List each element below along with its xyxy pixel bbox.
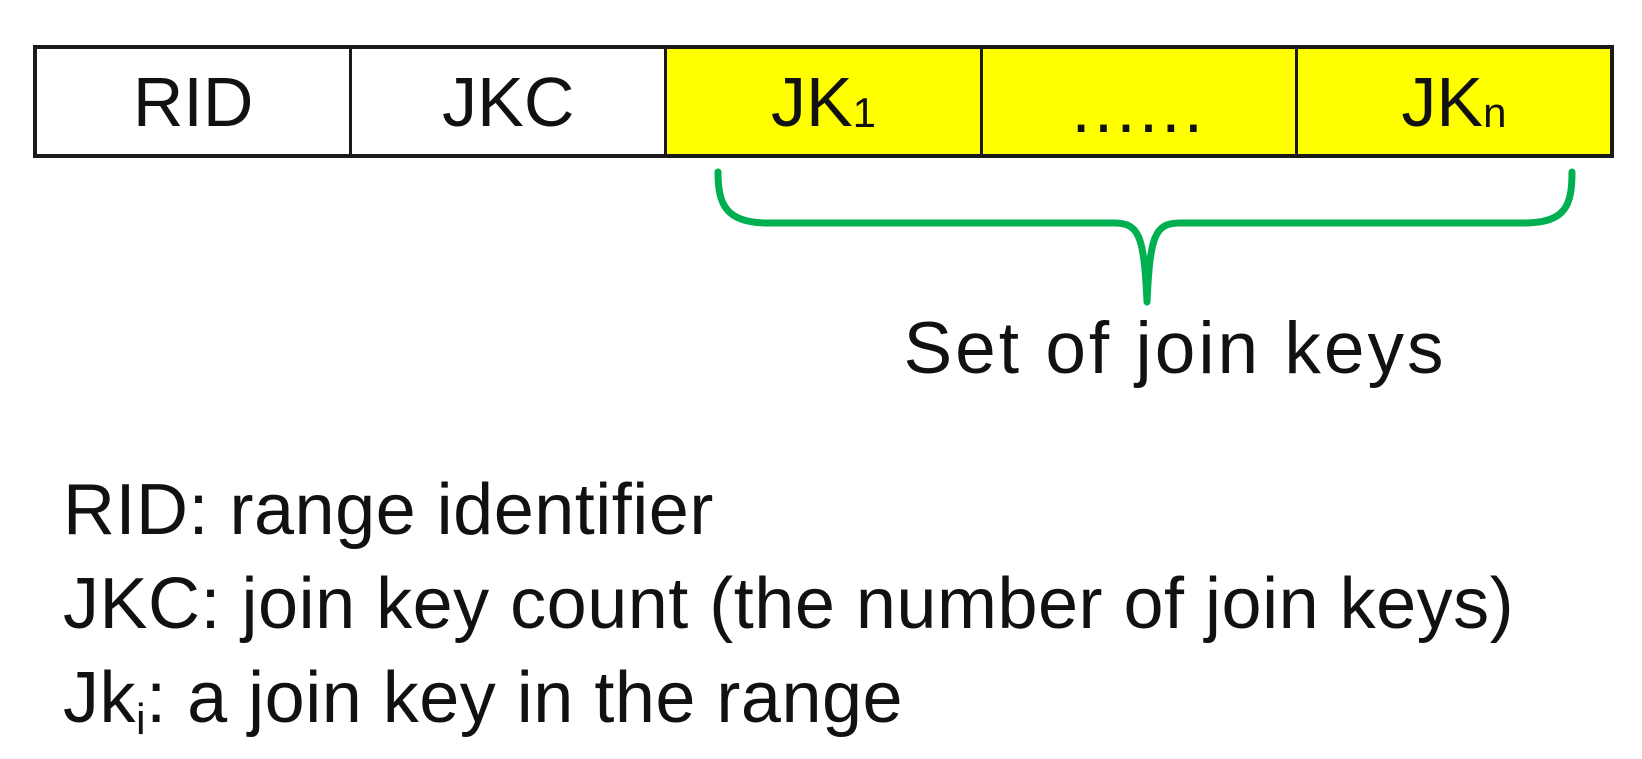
set-of-join-keys-label: Set of join keys — [903, 308, 1447, 389]
field-subscript: n — [1483, 89, 1507, 137]
field-subscript: 1 — [852, 89, 877, 137]
field-cell-jkc: JKC — [349, 49, 665, 154]
legend-term-subscript: i — [136, 696, 147, 745]
legend-line-jki: Jki: a join key in the range — [63, 656, 1514, 750]
field-cell-ellipsis: ...... — [979, 49, 1295, 154]
legend-line-rid: RID: range identifier — [63, 468, 1514, 562]
field-cell-rid: RID — [37, 49, 350, 154]
field-label: JKC — [442, 62, 575, 141]
legend-term: Jk — [63, 658, 136, 738]
legend-block: RID: range identifier JKC: join key coun… — [63, 468, 1514, 750]
legend-term: RID — [63, 470, 189, 550]
curly-brace-icon — [714, 168, 1576, 306]
legend-definition: : a join key in the range — [146, 658, 904, 738]
legend-definition: : join key count (the number of join key… — [200, 564, 1515, 644]
legend-definition: : range identifier — [188, 470, 714, 550]
field-label: JK — [770, 62, 853, 141]
field-label: RID — [132, 62, 254, 141]
legend-line-jkc: JKC: join key count (the number of join … — [63, 562, 1514, 656]
ellipsis-dots: ...... — [1071, 68, 1207, 147]
legend-term: JKC — [63, 564, 201, 644]
field-label: JK — [1401, 62, 1484, 141]
